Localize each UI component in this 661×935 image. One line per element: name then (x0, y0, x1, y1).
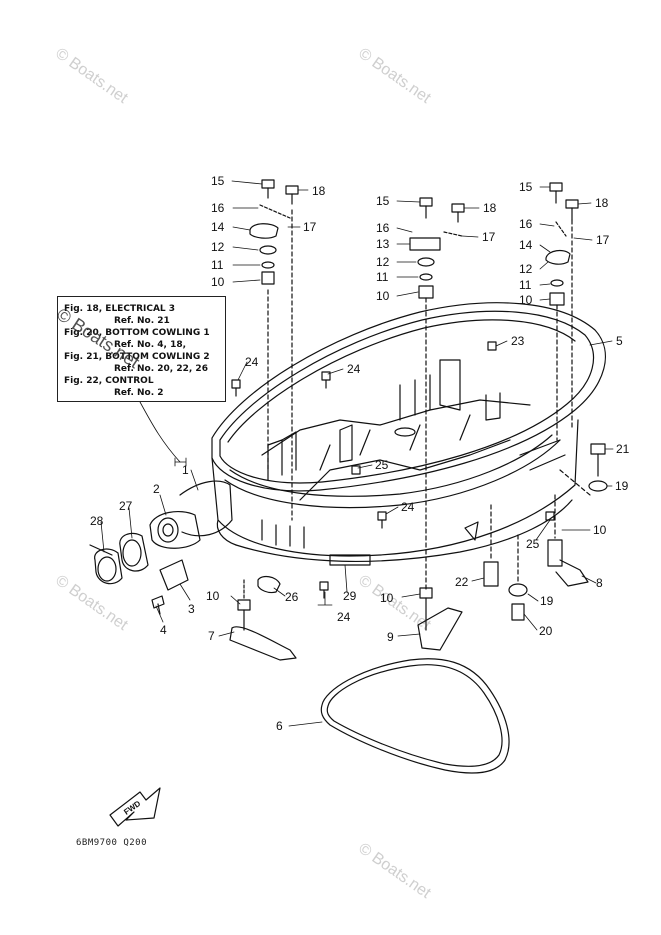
mount-bracket-9 (417, 587, 463, 651)
callout-18: 18 (595, 196, 609, 210)
callout-7: 7 (208, 629, 215, 643)
callout-26: 26 (285, 590, 299, 604)
callout-15: 15 (376, 194, 390, 208)
callout-24: 24 (337, 610, 351, 624)
leader-lines (100, 180, 614, 727)
mount-bracket-8 (547, 494, 589, 587)
callout-18: 18 (483, 201, 497, 215)
callout-4: 4 (160, 623, 167, 637)
callout-24: 24 (245, 355, 259, 369)
callout-25: 25 (375, 458, 389, 472)
bolt-21-assembly (559, 443, 608, 496)
callout-5: 5 (616, 334, 623, 348)
callout-23: 23 (511, 334, 525, 348)
callout-11: 11 (519, 278, 532, 292)
callout-10: 10 (380, 591, 394, 605)
callout-17: 17 (303, 220, 317, 234)
callout-11: 11 (211, 258, 224, 272)
callout-10: 10 (593, 523, 607, 537)
ref-line: Fig. 22, CONTROL (64, 376, 154, 386)
callout-16: 16 (211, 201, 225, 215)
callout-29: 29 (343, 589, 357, 603)
callout-10: 10 (519, 293, 533, 307)
mount-bracket-7 (229, 579, 297, 661)
hardware-stack-center (409, 197, 465, 591)
callout-14: 14 (519, 238, 533, 252)
callout-12: 12 (519, 262, 533, 276)
reference-box: Fig. 18, ELECTRICAL 3 Ref. No. 21 Fig. 2… (57, 296, 226, 402)
callout-17: 17 (482, 230, 496, 244)
callout-13: 13 (376, 237, 390, 251)
callout-18: 18 (312, 184, 326, 198)
ref-line: Fig. 20, BOTTOM COWLING 1 (64, 328, 210, 338)
hose-clamp-assembly (89, 480, 233, 615)
callout-10: 10 (206, 589, 220, 603)
callout-15: 15 (211, 174, 225, 188)
callout-8: 8 (596, 576, 603, 590)
callout-20: 20 (539, 624, 553, 638)
callout-11: 11 (376, 270, 389, 284)
callout-12: 12 (376, 255, 390, 269)
fwd-arrow-icon (109, 787, 161, 827)
callout-25: 25 (526, 537, 540, 551)
callout-3: 3 (188, 602, 195, 616)
callout-16: 16 (519, 217, 533, 231)
callout-6: 6 (276, 719, 283, 733)
callout-14: 14 (211, 220, 225, 234)
callout-21: 21 (616, 442, 630, 456)
screws (231, 341, 555, 599)
callout-9: 9 (387, 630, 394, 644)
callout-19: 19 (540, 594, 554, 608)
callout-12: 12 (211, 240, 225, 254)
callout-27: 27 (119, 499, 133, 513)
callout-17: 17 (596, 233, 610, 247)
hardware-stack-left (249, 179, 299, 521)
ref-line: Fig. 18, ELECTRICAL 3 (64, 304, 176, 314)
gasket-ring (320, 658, 510, 774)
callout-19: 19 (615, 479, 629, 493)
diagram-code: 6BM9700 Q200 (76, 838, 148, 848)
callout-28: 28 (90, 514, 104, 528)
ref-line: Ref. No. 20, 22, 26 (114, 364, 208, 374)
ref-line: Fig. 21, BOTTOM COWLING 2 (64, 352, 210, 362)
callout-1: 1 (182, 463, 189, 477)
grommet-19-20 (508, 534, 528, 621)
callout-15: 15 (519, 180, 533, 194)
ref-line: Ref. No. 4, 18, (114, 340, 187, 350)
ref-line: Ref. No. 2 (114, 388, 164, 398)
callout-24: 24 (401, 500, 415, 514)
hardware-stack-right (545, 182, 579, 441)
callout-2: 2 (153, 482, 160, 496)
callout-16: 16 (376, 221, 390, 235)
callout-10: 10 (376, 289, 390, 303)
callout-22: 22 (455, 575, 469, 589)
callout-24: 24 (347, 362, 361, 376)
callout-labels: 15 18 16 14 17 12 11 10 15 18 16 13 17 1… (90, 174, 630, 817)
ref-line: Ref. No. 21 (114, 316, 170, 326)
callout-10: 10 (211, 275, 225, 289)
pad-26 (257, 575, 281, 594)
bottom-cowling (211, 302, 606, 566)
